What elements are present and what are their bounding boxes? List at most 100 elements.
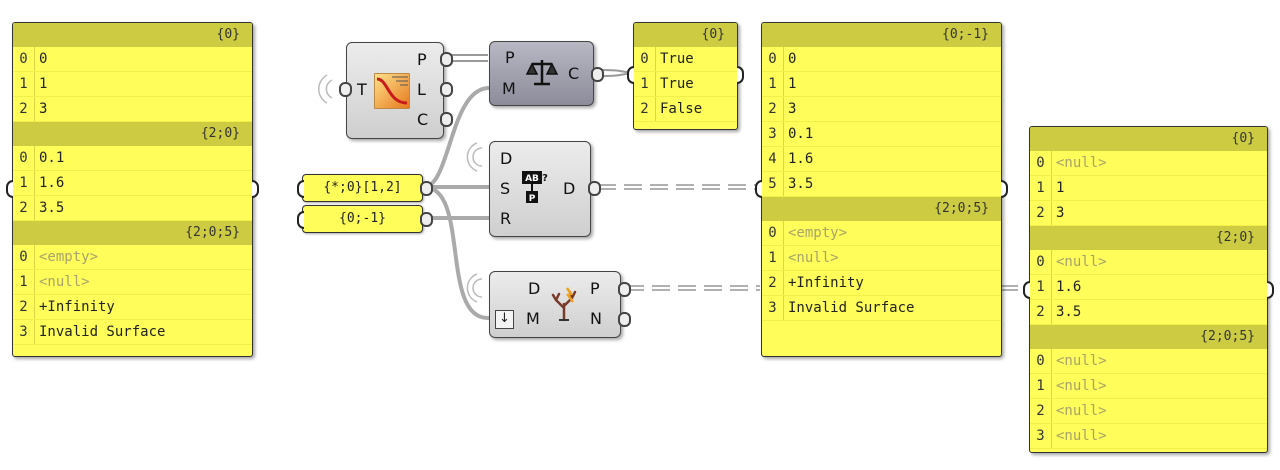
panel-branch-header: {0;-1} [762, 23, 1001, 47]
split-mask-param[interactable]: {*;0}[1,2] [302, 174, 423, 202]
panel-row-index: 2 [640, 101, 649, 117]
split-mask-output-pin[interactable] [420, 181, 433, 196]
graph-output-pin-L[interactable] [440, 82, 453, 97]
panel-mid-input-grip[interactable] [755, 180, 762, 198]
panel-row-value: <null> [1056, 378, 1107, 394]
panel-bool-input-grip[interactable] [627, 66, 634, 84]
graph-output-pin-P[interactable] [440, 52, 453, 67]
panel-right-output-grip[interactable] [1267, 281, 1274, 299]
prune-input-D[interactable]: D [528, 279, 541, 298]
replace-path-output-pin[interactable] [420, 212, 433, 227]
panel-row-index: 1 [1036, 279, 1045, 295]
prune-tree-component[interactable]: D M P N ↓ [489, 271, 621, 338]
panel-row-index: 1 [768, 76, 777, 92]
panel-row-index: 1 [640, 76, 649, 92]
panel-right-input-grip[interactable] [1023, 281, 1030, 299]
panel-row-index: 1 [19, 76, 28, 92]
panel-row-value: 0 [788, 51, 797, 67]
panel-row-value: +Infinity [39, 299, 115, 315]
arrow-down-icon[interactable]: ↓ [495, 310, 514, 329]
panel-branch-header: {0} [634, 23, 737, 47]
prune-output-N[interactable]: N [590, 309, 602, 328]
panel-row-index: 4 [768, 151, 777, 167]
compare-input-P[interactable]: P [505, 48, 515, 67]
panel-row-index: 2 [1036, 205, 1045, 221]
compare-output-pin[interactable] [591, 67, 604, 82]
panel-row: 3<null> [1030, 424, 1267, 449]
graph-input-pin-T[interactable] [339, 82, 352, 97]
panel-row-value: 0 [39, 51, 48, 67]
panel-row-value: 1.6 [1056, 279, 1082, 295]
wire-mask-to-prune [422, 185, 490, 320]
panel-row-index: 3 [768, 126, 777, 142]
panel-mid-output-grip[interactable] [1001, 180, 1008, 198]
panel-branch-header: {0} [1030, 127, 1267, 151]
compare-input-M[interactable]: M [502, 79, 516, 98]
graph-output-L[interactable]: L [417, 80, 426, 99]
split-tree-icon: AB ? P [522, 171, 548, 204]
split-output-pin[interactable] [588, 181, 601, 196]
panel-row-value: True [660, 76, 694, 92]
svg-text:P: P [529, 194, 536, 204]
match-tree-component[interactable]: P M C [489, 41, 594, 106]
replace-path-input-grip[interactable] [297, 211, 304, 229]
panel-row: 1<null> [13, 270, 252, 295]
panel-left-input-grip[interactable] [6, 180, 13, 198]
panel-bool-output-grip[interactable] [737, 66, 744, 84]
split-input-R[interactable]: R [500, 209, 512, 228]
compare-output-C[interactable]: C [568, 64, 580, 83]
panel-row-value: <null> [1056, 353, 1107, 369]
panel-branch-header: {2;0;5} [13, 221, 252, 245]
replace-path-param[interactable]: {0;-1} [302, 205, 423, 233]
split-tree-component[interactable]: D S R D AB ? P [489, 141, 591, 237]
split-input-S[interactable]: S [500, 179, 511, 198]
panel-row-value: <null> [39, 274, 90, 290]
panel-row-value: <null> [1056, 428, 1107, 444]
graph-output-pin-C[interactable] [440, 112, 453, 127]
prune-output-P[interactable]: P [590, 279, 600, 298]
graph-output-C[interactable]: C [417, 110, 429, 129]
panel-row-value: 3.5 [39, 200, 65, 216]
panel-branch-body: 0<null>1<null>2<null>3<null> [1030, 349, 1267, 449]
panel-row-index: 2 [19, 299, 28, 315]
panel-row-value: +Infinity [788, 275, 864, 291]
panel-row-index: 3 [768, 300, 777, 316]
panel-row: 2 +Infinity [13, 295, 252, 320]
panel-row-index: 2 [1036, 403, 1045, 419]
graph-mapper-component[interactable]: T P L C [346, 42, 444, 139]
graph-input-T[interactable]: T [357, 80, 367, 99]
receiver-prune [466, 273, 483, 303]
svg-text:AB: AB [525, 174, 539, 184]
prune-output-pin-N[interactable] [618, 312, 631, 327]
panel-row-value: <empty> [39, 249, 99, 265]
panel-row-index: 1 [1036, 378, 1045, 394]
panel-row-index: 2 [19, 101, 28, 117]
panel-left-output-grip[interactable] [252, 180, 259, 198]
panel-row-value: <empty> [788, 225, 848, 241]
graph-output-P[interactable]: P [417, 50, 427, 69]
panel-row-index: 0 [768, 51, 777, 67]
prune-output-pin-P[interactable] [618, 282, 631, 297]
panel-row-value: 3 [1056, 205, 1065, 221]
svg-text:?: ? [542, 173, 548, 184]
prune-input-M[interactable]: M [526, 309, 540, 328]
panel-row-value: Invalid Surface [39, 324, 166, 340]
graph-mapper-icon [374, 73, 410, 109]
panel-row: 0<empty> [13, 245, 252, 270]
split-input-D[interactable]: D [500, 149, 513, 168]
split-mask-input-grip[interactable] [297, 180, 304, 198]
panel-row: 1<null> [762, 246, 1001, 271]
split-output-D[interactable]: D [563, 179, 576, 198]
